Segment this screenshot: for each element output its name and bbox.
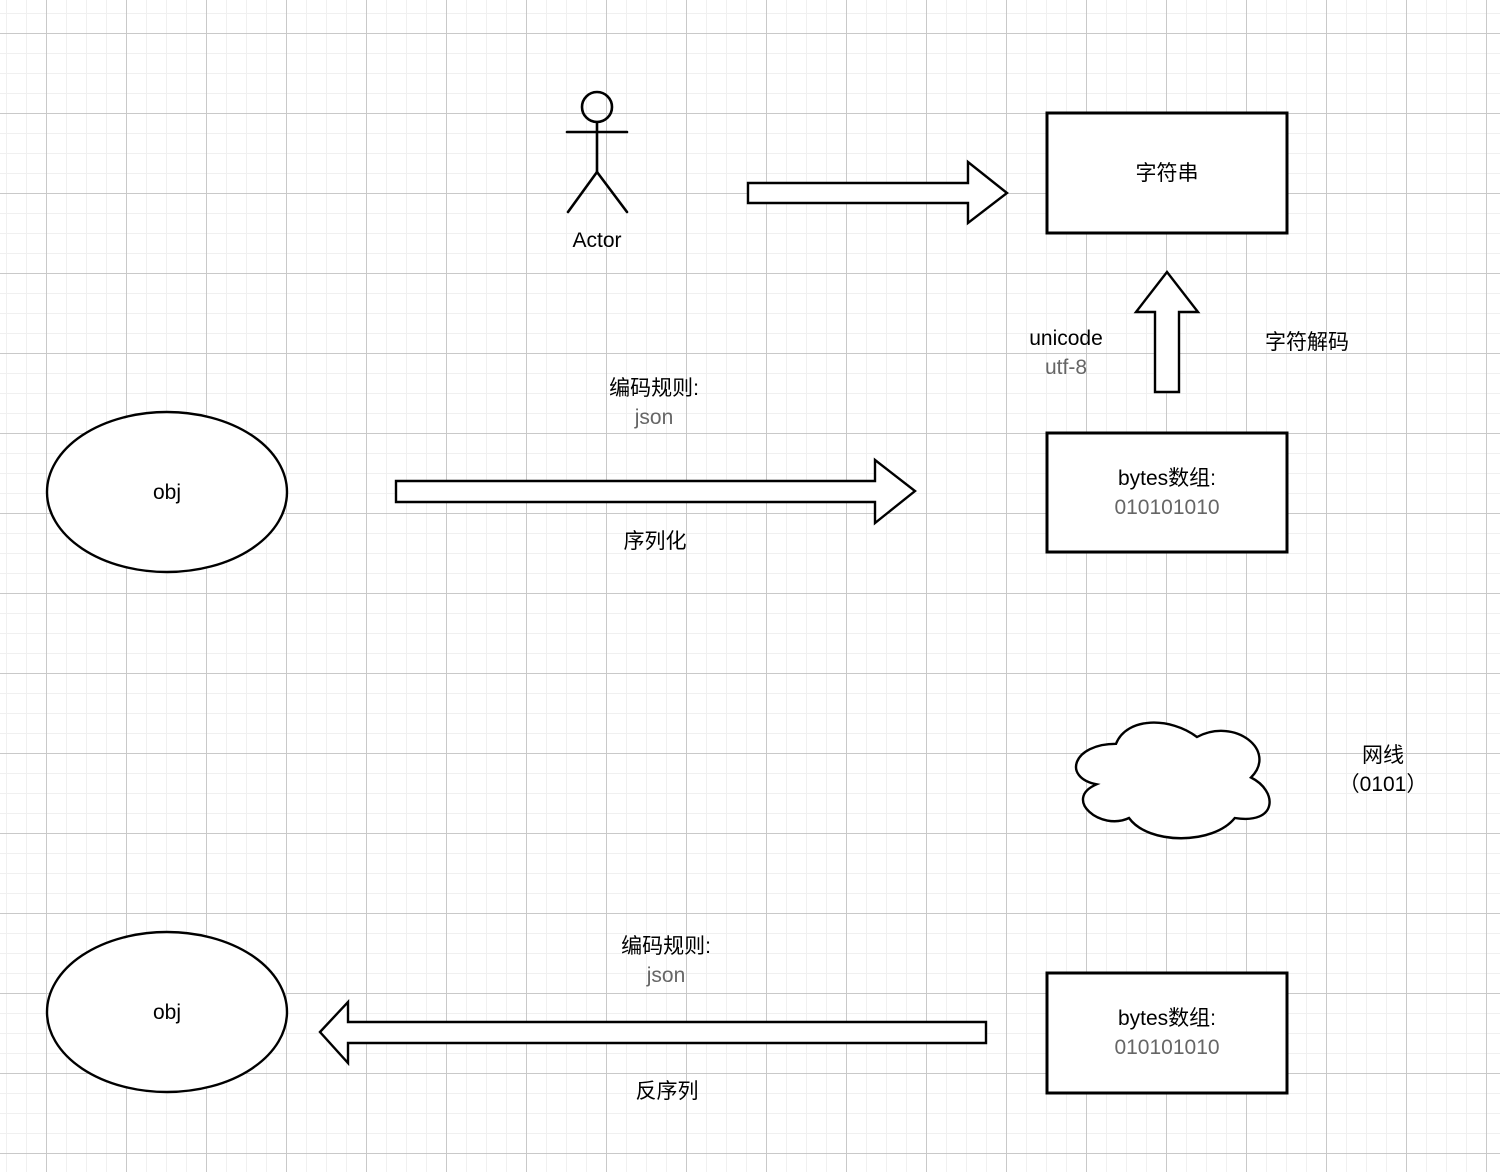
actor-label: Actor <box>572 229 622 252</box>
bytes-bottom-value: 010101010 <box>1114 1036 1220 1059</box>
network-cloud[interactable] <box>1075 721 1271 840</box>
obj-bottom-text: obj <box>152 1000 182 1024</box>
actor-left-leg <box>566 170 599 214</box>
bytes-bottom-title: bytes数组: <box>1117 1007 1217 1030</box>
decode-encoding-line2: utf-8 <box>1044 356 1088 379</box>
actor-head <box>580 90 614 124</box>
actor-right-leg <box>595 170 629 214</box>
bytes-top-value: 010101010 <box>1114 495 1220 519</box>
serialize-rule-label: 编码规则: json <box>609 374 699 432</box>
bytes-top-title: bytes数组: <box>1117 466 1217 490</box>
cloud-label-line2: （0101） <box>1338 773 1428 796</box>
obj-ellipse-bottom[interactable] <box>45 930 289 1094</box>
deserialize-rule-line2: json <box>646 964 686 987</box>
decode-encoding-line1: unicode <box>1029 327 1103 350</box>
bytes-box-bottom-label: bytes数组: 010101010 <box>1047 973 1287 1093</box>
cloud-label: 网线 （0101） <box>1339 741 1428 799</box>
obj-top-label: obj <box>47 412 287 572</box>
serialize-rule-line2: json <box>634 406 674 429</box>
string-box-label: 字符串 <box>1047 113 1287 233</box>
deserialize-action-label: 反序列 <box>635 1080 699 1103</box>
arrow-serialize[interactable] <box>394 457 917 526</box>
cloud-label-line1: 网线 <box>1362 744 1404 767</box>
string-box-text: 字符串 <box>1135 161 1199 185</box>
bytes-box-bottom[interactable] <box>1045 971 1289 1095</box>
decode-encoding-label: unicode utf-8 <box>1029 324 1103 382</box>
bytes-box-top[interactable] <box>1045 431 1289 554</box>
serialize-rule-line1: 编码规则: <box>609 377 699 400</box>
obj-ellipse-top[interactable] <box>45 410 289 574</box>
obj-bottom-label: obj <box>47 932 287 1092</box>
bytes-box-top-label: bytes数组: 010101010 <box>1047 433 1287 552</box>
string-box[interactable] <box>1045 111 1289 235</box>
decode-action-label: 字符解码 <box>1265 331 1349 354</box>
arrow-deserialize[interactable] <box>318 998 988 1067</box>
serialize-action-label: 序列化 <box>623 530 687 553</box>
arrow-decode-up[interactable] <box>1133 270 1201 394</box>
actor-figure[interactable] <box>565 90 629 214</box>
deserialize-rule-line1: 编码规则: <box>621 935 711 958</box>
arrow-actor-to-string[interactable] <box>746 159 1009 226</box>
obj-top-text: obj <box>152 480 182 504</box>
deserialize-rule-label: 编码规则: json <box>621 932 711 990</box>
